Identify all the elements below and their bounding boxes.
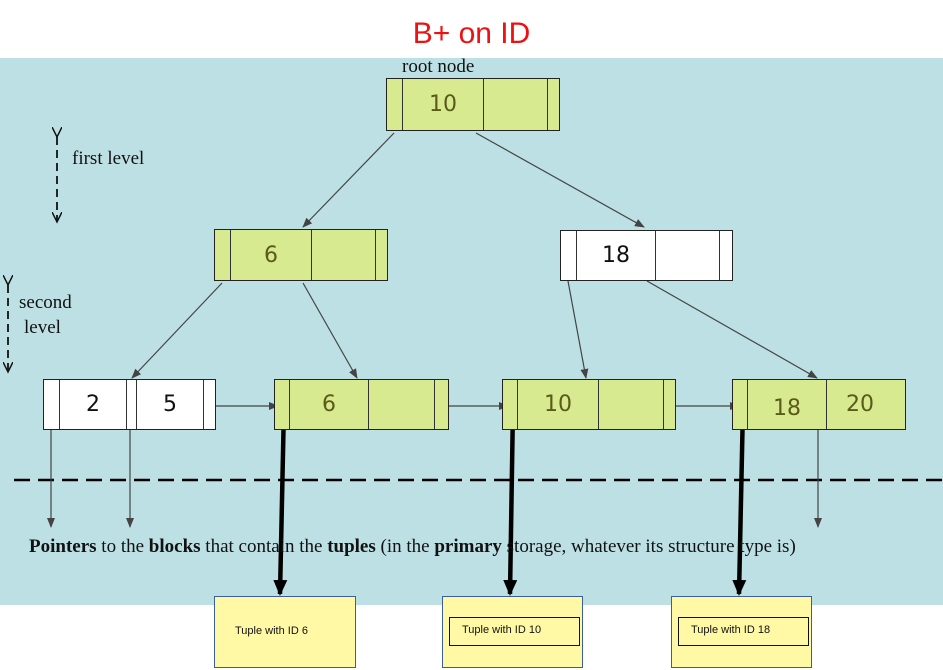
tuple-box-6: Tuple with ID 6 bbox=[214, 596, 356, 668]
caption-tuples: tuples bbox=[327, 536, 376, 557]
edge-right-to-leaf4 bbox=[646, 280, 818, 379]
leaf-node-3: 10 bbox=[502, 379, 676, 430]
caption-part3: (in the bbox=[375, 536, 435, 557]
node-key: 5 bbox=[163, 392, 177, 417]
internal-node-right: 18 bbox=[560, 230, 733, 281]
node-key: 18 bbox=[602, 243, 630, 268]
edge-left-to-leaf1 bbox=[131, 282, 223, 379]
tuple-label: Tuple with ID 6 bbox=[235, 625, 308, 637]
edge-right-to-leaf3 bbox=[567, 280, 589, 379]
tuple-box-10: Tuple with ID 10 bbox=[442, 596, 583, 668]
second-level-label-line2: level bbox=[24, 317, 61, 338]
node-key: 18 bbox=[773, 396, 801, 421]
tuple-label: Tuple with ID 10 bbox=[462, 624, 542, 636]
edge-left-to-leaf2 bbox=[302, 282, 358, 379]
edge-root-to-left bbox=[302, 132, 395, 228]
edge-root-to-right bbox=[475, 132, 645, 228]
diagram-title: B+ on ID bbox=[412, 17, 531, 50]
tuple-label: Tuple with ID 18 bbox=[691, 624, 771, 636]
pointers-caption: Pointers to the blocks that contain the … bbox=[29, 536, 796, 558]
tuple-pointer-18 bbox=[732, 405, 747, 596]
caption-blocks: blocks bbox=[148, 536, 201, 557]
root-node: 10 bbox=[386, 78, 560, 131]
caption-part2: that contain the bbox=[200, 536, 328, 557]
tuple-pointer-10 bbox=[503, 405, 518, 596]
node-key: 6 bbox=[264, 242, 278, 268]
node-key: 2 bbox=[86, 392, 100, 417]
second-level-label: second bbox=[19, 292, 72, 313]
caption-part1: to the bbox=[96, 536, 149, 557]
caption-pointers: Pointers bbox=[29, 536, 97, 557]
leaf-node-1: 2 5 bbox=[43, 379, 216, 430]
leaf-node-4: 18 20 bbox=[732, 379, 906, 430]
leaf-node-2: 6 bbox=[274, 379, 449, 430]
root-node-label: root node bbox=[402, 56, 475, 77]
tuple-box-18: Tuple with ID 18 bbox=[671, 596, 812, 668]
node-key: 10 bbox=[429, 92, 457, 117]
caption-primary: primary bbox=[434, 536, 502, 557]
node-key: 6 bbox=[322, 392, 336, 417]
internal-node-left: 6 bbox=[214, 229, 388, 281]
node-key: 10 bbox=[544, 392, 572, 417]
node-key: 20 bbox=[846, 392, 874, 417]
diagram-background-panel bbox=[0, 58, 943, 605]
tuple-pointer-6 bbox=[273, 405, 288, 596]
tuple-label-frame bbox=[449, 617, 580, 646]
caption-part4: storage, whatever its structure type is) bbox=[501, 536, 796, 557]
first-level-label: first level bbox=[72, 148, 145, 169]
tuple-label-frame bbox=[678, 617, 809, 646]
